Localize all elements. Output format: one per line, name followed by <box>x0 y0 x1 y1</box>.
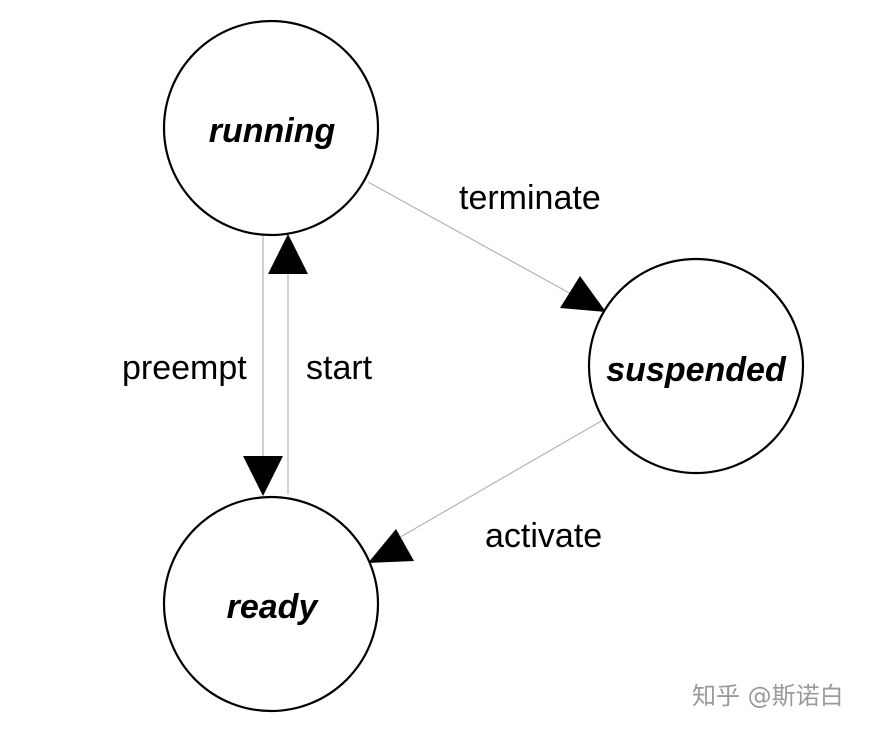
state-ready-circle <box>162 495 380 713</box>
arrowhead-start <box>268 234 308 274</box>
transition-activate-label: activate <box>485 517 602 555</box>
watermark-text: 知乎 @斯诺白 <box>692 682 844 710</box>
state-running: running <box>162 19 380 237</box>
arrowhead-preempt <box>243 456 283 496</box>
state-suspended-circle <box>587 257 805 475</box>
transition-start-label: start <box>306 349 373 387</box>
state-running-circle <box>162 19 380 237</box>
state-ready: ready <box>162 495 380 713</box>
edge-activate <box>389 419 604 544</box>
arrowhead-terminate <box>560 276 606 312</box>
state-suspended: suspended <box>587 257 805 475</box>
state-ready-label: ready <box>227 588 320 626</box>
arrowhead-activate <box>368 529 414 563</box>
transition-preempt-label: preempt <box>122 349 247 387</box>
edge-terminate <box>367 181 583 301</box>
state-suspended-label: suspended <box>606 351 787 389</box>
state-running-label: running <box>209 112 336 150</box>
transition-terminate-label: terminate <box>459 179 601 217</box>
